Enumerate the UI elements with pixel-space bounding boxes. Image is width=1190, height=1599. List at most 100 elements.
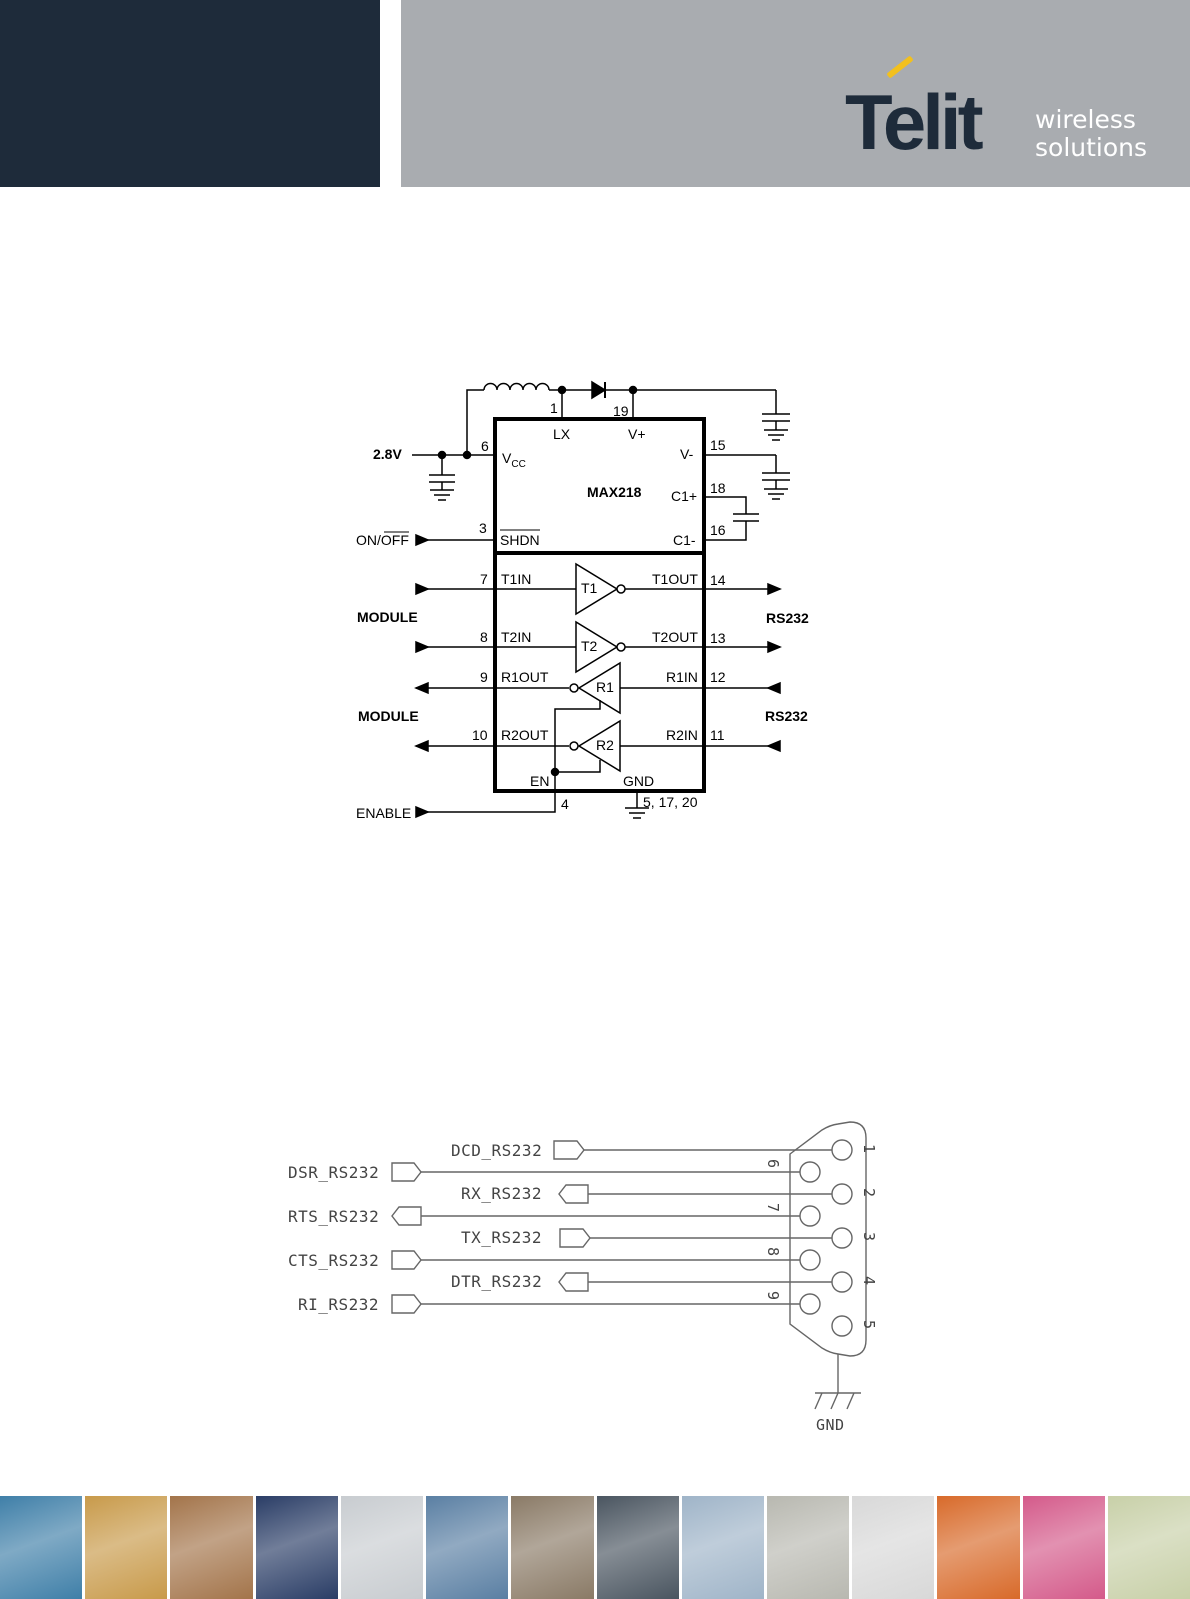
pin-r1out: R1OUT (501, 669, 549, 685)
supply-label: 2.8V (373, 446, 402, 462)
pin-t2out: T2OUT (652, 629, 698, 645)
pin-t1out: T1OUT (652, 571, 698, 587)
pin-c1p-num: 18 (710, 480, 726, 496)
c1p-wire (704, 496, 747, 514)
flag-rts (391, 1206, 422, 1226)
pin-c1p: C1+ (671, 488, 697, 504)
footer-photo-strip (0, 1496, 1190, 1599)
t1-buffer (575, 562, 619, 616)
on-off-label: ON/OFF (356, 532, 409, 548)
module-label-2: MODULE (358, 708, 419, 724)
c1m-wire (704, 521, 747, 541)
photo-wire (852, 1496, 938, 1599)
t1out-arrow (767, 582, 782, 596)
pin-c1m-num: 16 (710, 522, 726, 538)
db9-connector-schematic (391, 1121, 867, 1410)
photo-train (937, 1496, 1023, 1599)
diode (591, 380, 607, 400)
chip-name: MAX218 (587, 484, 642, 500)
pin-t2in: T2IN (501, 629, 531, 645)
flag-rx (558, 1184, 589, 1204)
pin-r1in: R1IN (666, 669, 698, 685)
db9-labels: DCD_RS232 DSR_RS232 RX_RS232 RTS_RS232 T… (288, 1141, 878, 1434)
rs232-label-1: RS232 (766, 610, 809, 626)
pin-vplus: V+ (628, 426, 646, 442)
db9-pin-4 (831, 1271, 853, 1293)
pin-vcc-num: 6 (481, 438, 489, 454)
pin-t1out-num: 14 (710, 572, 726, 588)
pin-gnd-nums: 5, 17, 20 (643, 794, 698, 810)
db9-gnd-hatch-1 (814, 1392, 823, 1410)
db9-pin-7 (799, 1205, 821, 1227)
r1out-arrow (414, 681, 429, 695)
enable-label: ENABLE (356, 805, 411, 821)
pin-shdn-num: 3 (479, 520, 487, 536)
t2out-arrow (767, 640, 782, 654)
label-rx: RX_RS232 (461, 1184, 542, 1203)
label-dcd: DCD_RS232 (451, 1141, 542, 1160)
photo-led-clock (255, 1496, 341, 1599)
label-dsr: DSR_RS232 (288, 1163, 379, 1182)
db9-gnd-hatch-2 (830, 1392, 839, 1410)
pin-t1in-num: 7 (480, 571, 488, 587)
pin-r2in: R2IN (666, 727, 698, 743)
r2-bubble (569, 741, 579, 751)
t2-buffer (575, 620, 619, 674)
pin-t2in-num: 8 (480, 629, 488, 645)
pin-en: EN (530, 773, 549, 789)
photo-cyclist (426, 1496, 512, 1599)
photo-keyboard (340, 1496, 427, 1599)
db9-num-9: 9 (764, 1291, 782, 1301)
logo-tagline: wireless solutions (1035, 106, 1147, 162)
on-off-arrow (415, 533, 430, 547)
enable-wire (416, 772, 556, 813)
tagline-line-1: wireless (1035, 105, 1136, 134)
photo-card (511, 1496, 597, 1599)
photo-highway (0, 1496, 86, 1599)
tagline-line-2: solutions (1035, 133, 1148, 162)
label-ri: RI_RS232 (298, 1295, 379, 1314)
photo-meter (766, 1496, 853, 1599)
flag-dsr (391, 1162, 422, 1182)
label-cts: CTS_RS232 (288, 1251, 379, 1270)
enable-arrow (415, 805, 430, 819)
db9-shell (789, 1121, 867, 1357)
label-rts: RTS_RS232 (288, 1207, 379, 1226)
db9-num-2: 2 (860, 1188, 878, 1198)
pin-c1m: C1- (673, 532, 696, 548)
db9-gnd-hatch-3 (846, 1392, 855, 1410)
header-grey-panel (401, 0, 1190, 187)
t1-bubble (616, 584, 626, 594)
pin-vminus-num: 15 (710, 437, 726, 453)
db9-num-1: 1 (860, 1144, 878, 1154)
pin-r2out-num: 10 (472, 727, 488, 743)
db9-pin-8 (799, 1249, 821, 1271)
photo-containers (170, 1496, 256, 1599)
pin-vplus-num: 19 (613, 403, 629, 419)
db9-num-7: 7 (764, 1203, 782, 1213)
pin-lx: LX (553, 426, 571, 442)
photo-vending (596, 1496, 682, 1599)
pin-vcc-v: V (502, 450, 512, 466)
chip-body (493, 417, 706, 793)
t2in-arrow (415, 640, 430, 654)
pin-r2out: R2OUT (501, 727, 549, 743)
pin-r1in-num: 12 (710, 669, 726, 685)
db9-num-5: 5 (860, 1320, 878, 1330)
r1in-arrow (766, 681, 781, 695)
pin-vminus: V- (680, 446, 694, 462)
label-dtr: DTR_RS232 (451, 1272, 542, 1291)
db9-num-8: 8 (764, 1247, 782, 1257)
photo-sos-phone (85, 1496, 171, 1599)
gate-r2: R2 (596, 737, 614, 753)
inductor-wire-left (466, 389, 484, 452)
db9-gnd-label: GND (816, 1416, 845, 1434)
en-r2-line (555, 760, 601, 773)
gate-r1: R1 (596, 679, 614, 695)
rs232-label-2: RS232 (765, 708, 808, 724)
db9-pin-6 (799, 1161, 821, 1183)
db9-num-6: 6 (764, 1159, 782, 1169)
flag-dtr (558, 1272, 589, 1292)
gate-t1: T1 (581, 580, 598, 596)
